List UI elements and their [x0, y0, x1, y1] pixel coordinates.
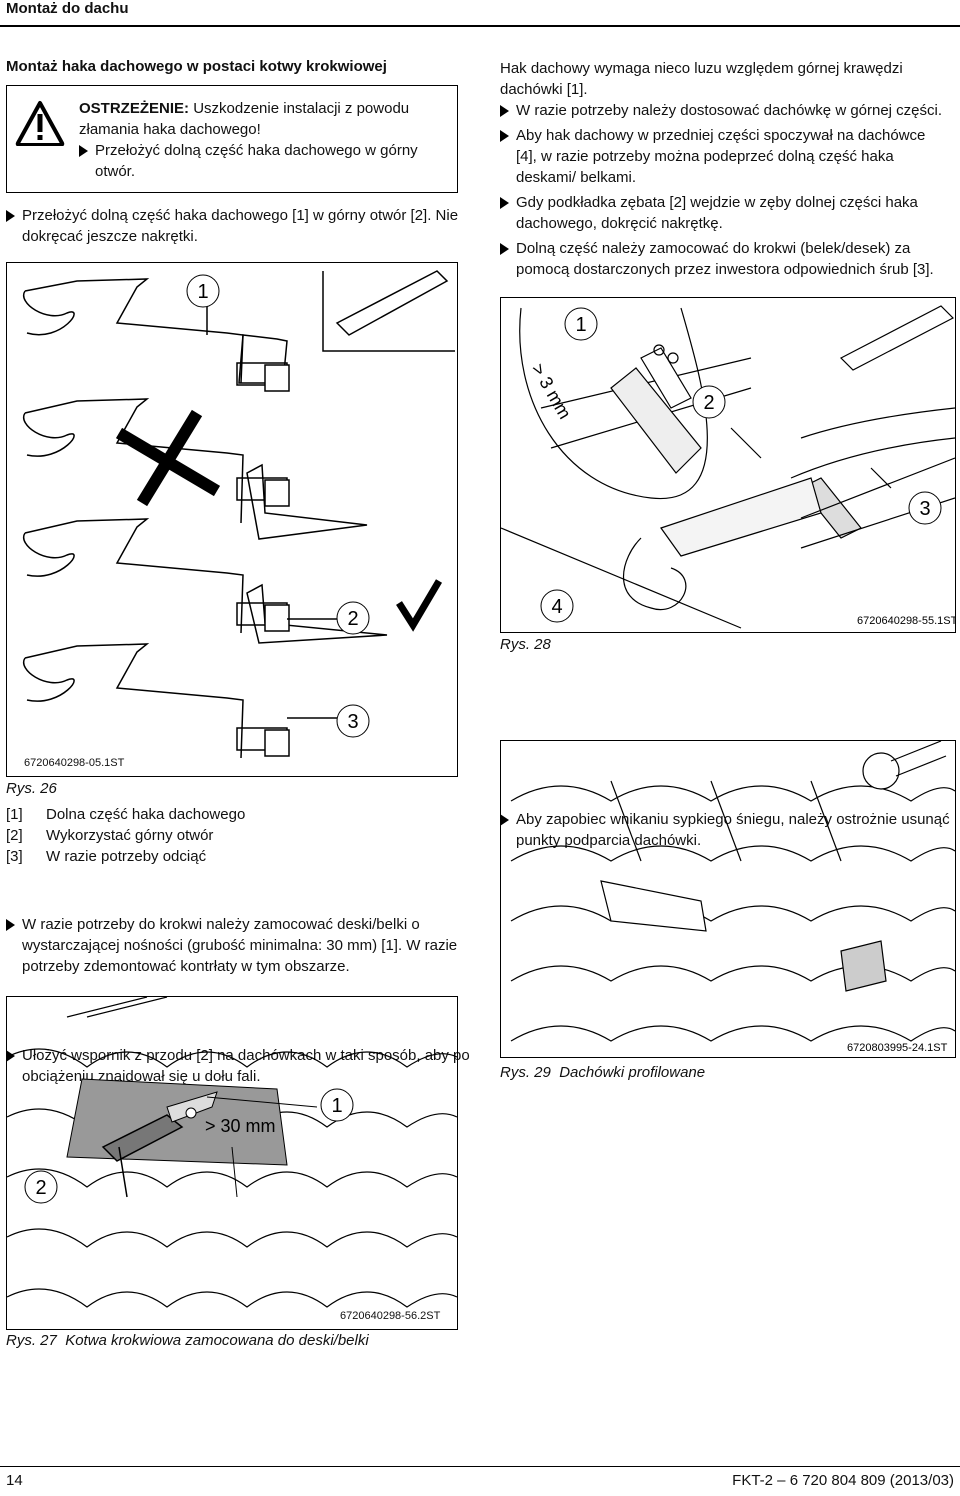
step-2: W razie potrzeby do krokwi należy zamoco… [6, 914, 472, 977]
fig29-caption: Rys. 29 Dachówki profilowane [500, 1064, 705, 1081]
fig28-callout-1: 1 [575, 314, 586, 336]
warning-box: OSTRZEŻENIE: Uszkodzenie instalacji z po… [6, 85, 458, 193]
fig27-caption-label: Rys. 27 [6, 1332, 57, 1349]
fig26-callout-2: 2 [347, 608, 358, 630]
fig28-callout-4: 4 [551, 596, 562, 618]
fig29-ref: 6720803995-24.1ST [847, 1042, 948, 1054]
legend-row: [3] W razie potrzeby odciąć [6, 846, 456, 867]
fig28-ref: 6720640298-55.1ST [857, 615, 955, 627]
right-bullet: Gdy podkładka zębata [2] wejdzie w zęby … [500, 192, 950, 234]
fig27-dimension: > 30 mm [205, 1116, 276, 1136]
fig27-ref: 6720640298-56.2ST [340, 1310, 441, 1322]
fig28-caption: Rys. 28 [500, 636, 551, 653]
figure-26: 1 2 3 [6, 262, 458, 777]
fig26-ref: 6720640298-05.1ST [24, 757, 125, 769]
warning-triangle-icon [15, 101, 65, 146]
fig26-callouts: 1 2 3 [186, 274, 370, 738]
legend-row: [2] Wykorzystać górny otwór [6, 825, 456, 846]
legend-text: Dolna część haka dachowego [46, 806, 246, 823]
header-rule [0, 25, 960, 27]
right-bullets: W razie potrzeby należy dostosować dachó… [500, 100, 950, 280]
warning-label: OSTRZEŻENIE: [79, 100, 190, 117]
fig28-dimension: > 3 mm [528, 360, 576, 422]
figure-27: > 30 mm 1 2 [6, 996, 458, 1330]
warning-action: Przełożyć dolną część haka dachowego w g… [79, 140, 449, 182]
fig26-callout-3: 3 [347, 711, 358, 733]
legend-text: Wykorzystać górny otwór [46, 827, 214, 844]
fig26-caption: Rys. 26 [6, 780, 57, 797]
figure-26-drawing: 1 2 3 [22, 270, 455, 759]
figure-29-drawing: 6720803995-24.1ST [510, 740, 956, 1054]
warning-text: Uszkodzenie instalacji z powodu złamania… [79, 100, 410, 138]
page-number: 14 [6, 1472, 23, 1489]
step-1: Przełożyć dolną część haka dachowego [1]… [6, 205, 462, 247]
fig26-legend: [1] Dolna część haka dachowego [2] Wykorzy… [6, 804, 456, 867]
fig28-callout-3: 3 [919, 498, 930, 520]
fig27-callout-2: 2 [35, 1177, 46, 1199]
fig27-caption-text: Kotwa krokwiowa zamocowana do deski/belk… [65, 1332, 369, 1349]
fig29-caption-text: Dachówki profilowane [559, 1064, 706, 1081]
legend-text: W razie potrzeby odciąć [46, 848, 207, 865]
legend-key: [3] [6, 848, 23, 865]
legend-row: [1] Dolna część haka dachowego [6, 804, 456, 825]
legend-key: [1] [6, 806, 23, 823]
right-intro: Hak dachowy wymaga nieco luzu względem g… [500, 60, 903, 98]
legend-key: [2] [6, 827, 23, 844]
figure-28-drawing: > 3 mm 1 2 3 4 6720640298-55.1ST [500, 305, 958, 629]
figure-27-drawing: > 30 mm 1 2 [6, 996, 458, 1308]
figure-28: > 3 mm 1 2 3 4 6720640298-55.1ST [500, 297, 958, 633]
footer-rule [0, 1466, 960, 1467]
right-bullet: Dolną część należy zamocować do krokwi (… [500, 238, 950, 280]
figure-29: 6720803995-24.1ST [500, 740, 956, 1058]
section-title: Montaż haka dachowego w postaci kotwy kr… [6, 58, 387, 75]
right-bullet: Aby hak dachowy w przedniej części spocz… [500, 125, 950, 188]
page-header-title: Montaż do dachu [6, 0, 129, 17]
fig27-callout-1: 1 [331, 1095, 342, 1117]
fig26-callout-1: 1 [197, 281, 208, 303]
fig27-caption: Rys. 27 Kotwa krokwiowa zamocowana do de… [6, 1332, 369, 1349]
fig29-caption-label: Rys. 29 [500, 1064, 551, 1081]
fig28-callout-2: 2 [703, 392, 714, 414]
document-id: FKT-2 – 6 720 804 809 (2013/03) [732, 1472, 954, 1489]
right-bullet: W razie potrzeby należy dostosować dachó… [500, 100, 950, 121]
